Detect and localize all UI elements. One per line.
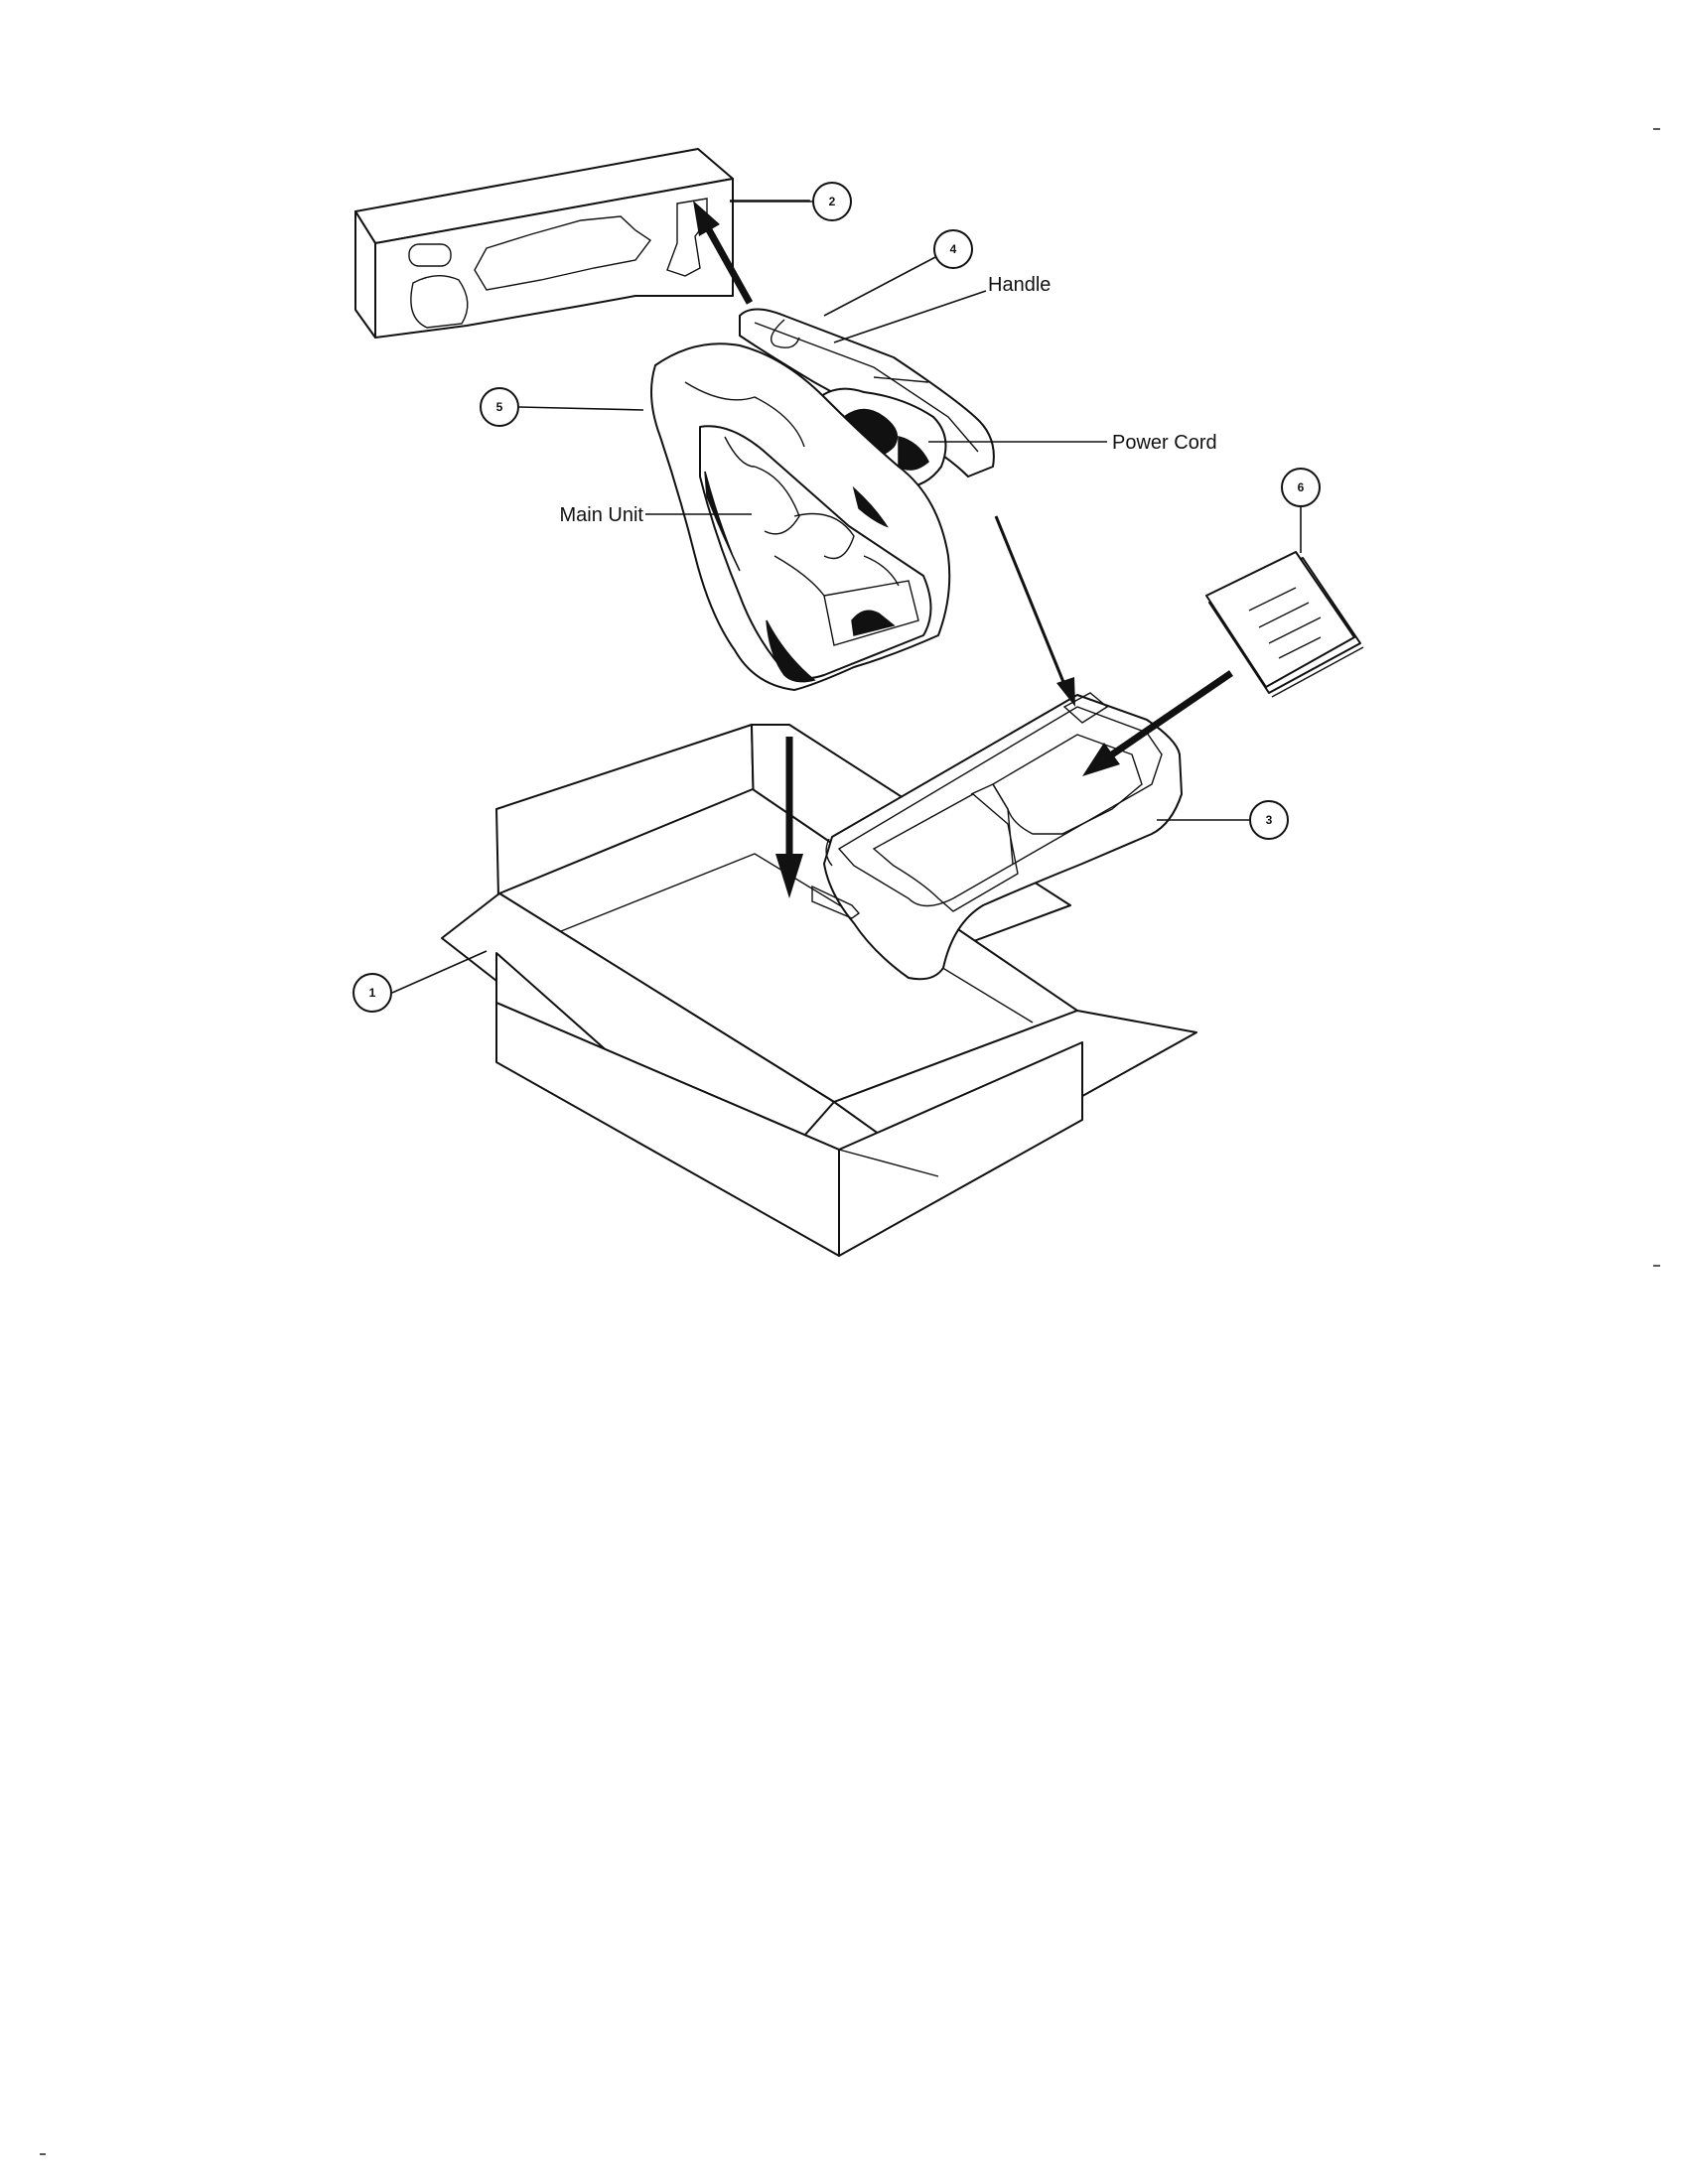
callout-6-number: 6 (1298, 480, 1305, 494)
callout-4-number: 4 (950, 242, 957, 256)
top-cushion (354, 148, 734, 339)
label-power-cord: Power Cord (1112, 432, 1217, 454)
callout-1: 1 (352, 973, 392, 1013)
callout-3-number: 3 (1266, 813, 1273, 827)
callout-2: 2 (812, 182, 852, 221)
callout-4: 4 (933, 229, 973, 269)
assembly-arrows (693, 201, 1233, 898)
callout-6: 6 (1281, 468, 1321, 507)
callout-2-number: 2 (829, 195, 836, 208)
label-handle: Handle (988, 274, 1051, 296)
callout-5-number: 5 (496, 400, 503, 414)
callout-5: 5 (480, 387, 519, 427)
callout-3: 3 (1249, 800, 1289, 840)
documents-packet (1205, 551, 1364, 698)
bottom-cushion (811, 692, 1183, 981)
label-main-unit: Main Unit (560, 504, 644, 526)
callout-leaders (391, 200, 1302, 994)
callout-1-number: 1 (369, 986, 376, 1000)
main-unit-bag (650, 342, 951, 691)
